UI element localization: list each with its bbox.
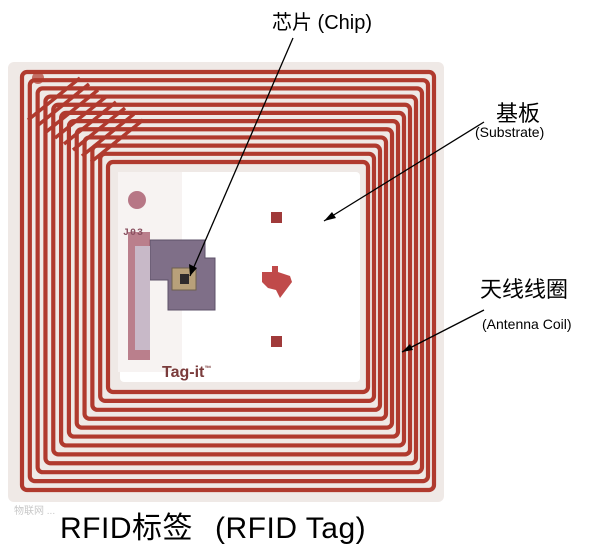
ti-logo-icon xyxy=(128,191,146,209)
coil-corner-trace xyxy=(80,112,136,158)
coil-turn xyxy=(105,159,371,395)
chip-arrowhead xyxy=(189,264,197,276)
substrate-label-zh: 基板 xyxy=(496,101,541,126)
tag-brand-label: Tag-it xyxy=(162,364,205,381)
coil-turn xyxy=(90,143,383,412)
substrate-pointer-arrow xyxy=(323,121,485,222)
watermark-text: 物联网 ... xyxy=(14,506,56,517)
substrate-arrowhead xyxy=(324,212,336,221)
square-mark-icon xyxy=(271,336,282,347)
coil-corner-trace xyxy=(26,76,82,122)
coil-corner-trace xyxy=(53,94,109,140)
antenna-pointer-arrow xyxy=(401,309,485,353)
coil-turn xyxy=(98,151,377,404)
tag-brand-text: Tag-it™ xyxy=(162,364,211,382)
coil-corner-trace xyxy=(62,100,118,146)
antenna-coil xyxy=(19,69,437,493)
coil-turn xyxy=(19,69,437,493)
coil-turn xyxy=(27,78,431,484)
substrate-label-en: (Substrate) xyxy=(475,124,545,140)
coil-turn xyxy=(66,118,401,439)
coil-corner-trace xyxy=(89,118,145,164)
coil-turn xyxy=(51,102,413,457)
coil-turn xyxy=(35,86,425,475)
caption-zh: RFID标签 xyxy=(60,512,193,545)
chip-die xyxy=(180,274,189,284)
texas-logo-icon xyxy=(262,266,292,298)
diagram-caption: RFID标签 (RFID Tag) xyxy=(60,503,366,547)
antenna-arrowhead xyxy=(402,344,413,352)
coil-turn xyxy=(58,110,407,448)
caption-en: (RFID Tag) xyxy=(215,512,367,545)
tag-trademark: ™ xyxy=(204,365,212,373)
coil-corner-trace xyxy=(35,82,91,128)
coil-turn xyxy=(74,127,395,430)
antenna-label-zh: 天线线圈 xyxy=(480,277,569,302)
chip-code-text: J03 xyxy=(123,228,145,239)
ti-logo-small-icon xyxy=(32,72,44,84)
coil-turn xyxy=(43,94,419,466)
chip-pointer-arrow xyxy=(189,37,294,277)
chip-lead-inner xyxy=(135,246,150,350)
coil-corner-trace xyxy=(71,106,127,152)
antenna-label-en: (Antenna Coil) xyxy=(482,316,572,332)
square-mark-icon xyxy=(271,212,282,223)
coil-turn xyxy=(82,135,389,421)
chip-label: 芯片 (Chip) xyxy=(272,12,373,34)
coil-corner-trace xyxy=(44,88,100,134)
